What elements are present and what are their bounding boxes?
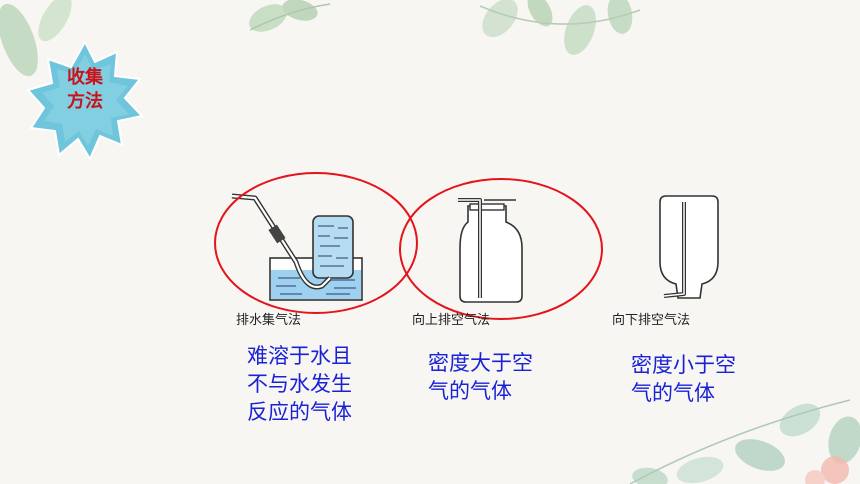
desc-water-method: 难溶于水且 不与水发生 反应的气体	[247, 342, 352, 426]
desc-line: 气的气体	[428, 379, 512, 403]
inverted-gas-bottle	[312, 215, 354, 279]
leaf-bottom-right	[629, 399, 860, 484]
desc-downward-method: 密度小于空 气的气体	[631, 351, 736, 407]
gas-bottle-inverted	[659, 195, 719, 299]
downward-air-displacement-apparatus	[659, 195, 719, 299]
desc-line: 难溶于水且	[247, 344, 352, 368]
badge-line-2: 方法	[67, 91, 103, 112]
gas-bottle-upright	[459, 205, 523, 303]
water-lines	[276, 277, 356, 295]
desc-line: 反应的气体	[247, 400, 352, 424]
method-label-water: 排水集气法	[236, 313, 302, 328]
method-label-downward: 向下排空气法	[612, 313, 691, 328]
flower-bottom-right	[805, 456, 849, 484]
highlight-circle-upward-method	[399, 178, 603, 320]
desc-line: 密度大于空	[428, 351, 533, 375]
leaf-top-center	[249, 0, 331, 32]
upward-air-displacement-apparatus	[458, 198, 523, 303]
leaf-top-right	[479, 0, 641, 55]
badge-title: 收集 方法	[22, 66, 148, 114]
badge-line-1: 收集	[67, 67, 103, 88]
desc-line: 不与水发生	[247, 372, 352, 396]
method-label-upward: 向上排空气法	[412, 313, 491, 328]
highlight-circle-water-method	[214, 172, 418, 314]
leaf-top-left	[0, 0, 72, 77]
badge-star	[26, 39, 144, 162]
water-displacement-apparatus	[231, 193, 363, 301]
desc-line: 气的气体	[631, 381, 715, 405]
desc-line: 密度小于空	[631, 353, 736, 377]
desc-upward-method: 密度大于空 气的气体	[428, 349, 533, 405]
